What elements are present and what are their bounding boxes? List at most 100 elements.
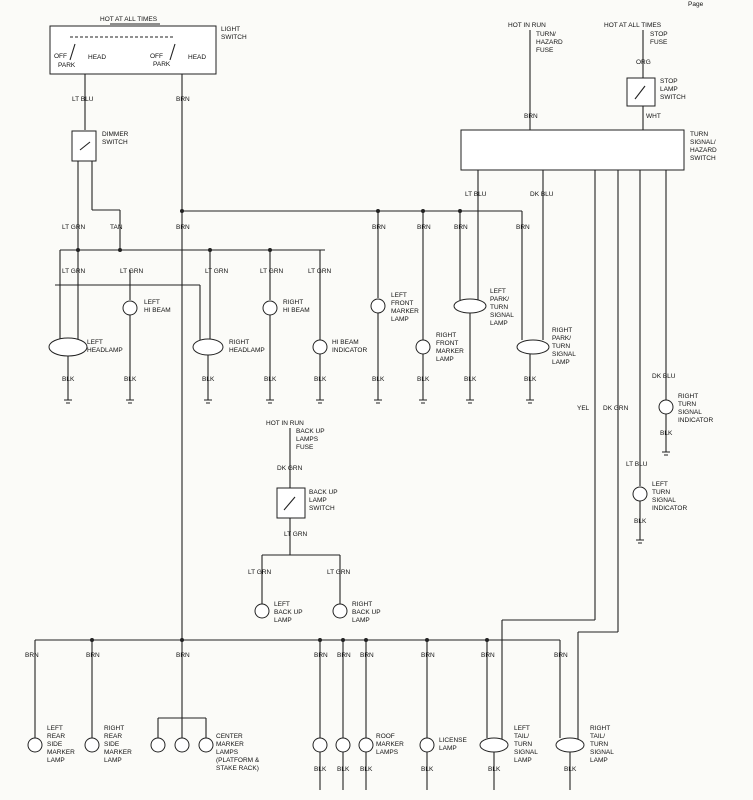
hi-beam-indicator-symbol	[312, 339, 328, 355]
right-front-marker-symbol	[415, 339, 431, 355]
left-park-turn-symbol	[453, 298, 487, 314]
backup-switch-2: LAMP	[309, 497, 327, 504]
right-turn-indicator-4: INDICATOR	[678, 417, 713, 424]
ground-symbols	[64, 399, 670, 544]
light-switch-label-2: SWITCH	[221, 34, 247, 41]
left-front-marker-label-4: LAMP	[391, 316, 409, 323]
left-headlamp-symbol	[48, 337, 88, 357]
right-turn-indicator-symbol	[658, 399, 674, 415]
backup-switch-3: SWITCH	[309, 505, 335, 512]
roof-marker-2-symbol	[335, 737, 351, 753]
left-turn-indicator-3: SIGNAL	[652, 497, 676, 504]
turn-hazard-switch-2: SIGNAL/	[690, 139, 716, 146]
dimmer-switch-label-2: SWITCH	[102, 139, 128, 146]
wire-blk-10: BLK	[660, 430, 673, 437]
dimmer-switch-box	[71, 130, 97, 162]
wire-tan-1: TAN	[110, 224, 123, 231]
switch-off-right: OFF	[150, 53, 163, 60]
wire-lt-grn-1: LT GRN	[62, 224, 86, 231]
wire-org: ORG	[636, 59, 651, 66]
hot-at-all-times-right-label: HOT AT ALL TIMES	[604, 22, 662, 29]
right-park-turn-label-1: RIGHT	[552, 327, 572, 334]
left-tail-turn-4: SIGNAL	[514, 749, 538, 756]
right-front-marker-label-3: MARKER	[436, 348, 464, 355]
stop-fuse-2: FUSE	[650, 39, 668, 46]
license-lamp-2: LAMP	[439, 745, 457, 752]
left-turn-indicator-2: TURN	[652, 489, 670, 496]
left-front-marker-symbol	[370, 298, 386, 314]
left-front-marker-label-1: LEFT	[391, 292, 407, 299]
backup-fuse-1: BACK UP	[296, 428, 325, 435]
wire-brn-2: BRN	[176, 224, 190, 231]
roof-marker-1-symbol	[312, 737, 328, 753]
wire-lt-grn-2: LT GRN	[62, 268, 86, 275]
backup-fuse-2: LAMPS	[296, 436, 319, 443]
wire-blk-14: BLK	[360, 766, 373, 773]
wire-brn-3: BRN	[372, 224, 386, 231]
left-park-turn-label-1: LEFT	[490, 288, 506, 295]
turn-hazard-fuse-3: FUSE	[536, 47, 554, 54]
left-turn-indicator-1: LEFT	[652, 481, 668, 488]
switch-off-left: OFF	[54, 53, 67, 60]
license-lamp-symbol	[419, 737, 435, 753]
wire-blk-11: BLK	[634, 518, 647, 525]
wire-yel: YEL	[577, 405, 590, 412]
wire-brn-10: BRN	[176, 652, 190, 659]
turn-hazard-fuse-2: HAZARD	[536, 39, 563, 46]
left-headlamp-label-1: LEFT	[87, 339, 103, 346]
switch-head-left: HEAD	[88, 54, 106, 61]
wire-brn-4: BRN	[417, 224, 431, 231]
wire-brn-7: BRN	[524, 113, 538, 120]
wire-blk-12: BLK	[314, 766, 327, 773]
license-lamp-1: LICENSE	[439, 737, 467, 744]
turn-hazard-switch-3: HAZARD	[690, 147, 717, 154]
left-park-turn-label-3: TURN	[490, 304, 508, 311]
center-marker-2: MARKER	[216, 741, 244, 748]
wire-blk-4: BLK	[264, 376, 277, 383]
left-turn-indicator-4: INDICATOR	[652, 505, 687, 512]
right-tail-turn-4: SIGNAL	[590, 749, 614, 756]
center-marker-2-symbol	[174, 737, 190, 753]
light-switch-label-1: LIGHT	[221, 26, 240, 33]
right-front-marker-label-4: LAMP	[436, 356, 454, 363]
right-backup-3: LAMP	[352, 617, 370, 624]
left-park-turn-label-4: SIGNAL	[490, 312, 514, 319]
center-marker-1-symbol	[150, 737, 166, 753]
wire-blk-6: BLK	[372, 376, 385, 383]
hot-in-run-turn-label: HOT IN RUN	[508, 22, 546, 29]
backup-switch-1: BACK UP	[309, 489, 338, 496]
wire-brn-13: BRN	[360, 652, 374, 659]
left-park-turn-label-2: PARK/	[490, 296, 509, 303]
right-rear-side-3: SIDE	[104, 741, 120, 748]
right-hi-beam-symbol	[262, 300, 278, 316]
wire-blk-2: BLK	[124, 376, 137, 383]
wire-lt-blu-1: LT BLU	[72, 96, 94, 103]
stop-fuse-1: STOP	[650, 31, 668, 38]
light-switch-box	[49, 25, 217, 75]
wire-blk-5: BLK	[314, 376, 327, 383]
right-backup-1: RIGHT	[352, 601, 372, 608]
left-hi-beam-symbol	[122, 300, 138, 316]
dimmer-switch-label-1: DIMMER	[102, 131, 129, 138]
wire-brn-1: BRN	[176, 96, 190, 103]
left-rear-side-2: REAR	[47, 733, 65, 740]
wire-blk-1: BLK	[62, 376, 75, 383]
left-tail-turn-3: TURN	[514, 741, 532, 748]
left-hi-beam-label-2: HI BEAM	[144, 307, 171, 314]
wire-blk-13: BLK	[337, 766, 350, 773]
wire-blk-17: BLK	[564, 766, 577, 773]
wire-dk-blu-1: DK BLU	[530, 191, 554, 198]
left-tail-turn-2: TAIL/	[514, 733, 529, 740]
left-tail-turn-symbol	[479, 737, 509, 753]
right-park-turn-symbol	[516, 339, 550, 355]
hot-in-run-backup-label: HOT IN RUN	[266, 420, 304, 427]
wire-brn-16: BRN	[554, 652, 568, 659]
center-marker-3: LAMPS	[216, 749, 239, 756]
wire-lt-grn-9: LT GRN	[327, 569, 351, 576]
center-marker-5: STAKE RACK)	[216, 765, 259, 772]
wire-dk-grn-1: DK GRN	[603, 405, 629, 412]
roof-marker-3-symbol	[358, 737, 374, 753]
left-park-turn-label-5: LAMP	[490, 320, 508, 327]
left-rear-side-3: SIDE	[47, 741, 63, 748]
right-rear-side-4: MARKER	[104, 749, 132, 756]
